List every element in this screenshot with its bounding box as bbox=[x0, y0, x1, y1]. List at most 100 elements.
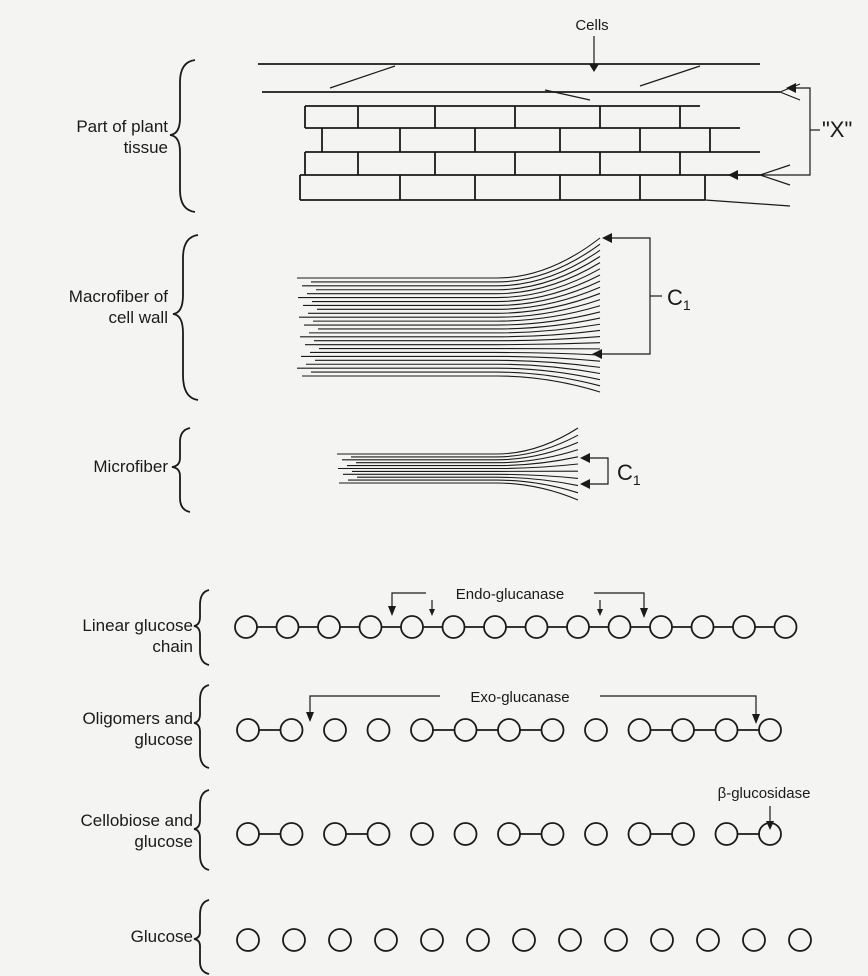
glucose-unit bbox=[526, 616, 548, 638]
brace-plant-tissue bbox=[170, 60, 195, 212]
glucose-unit bbox=[375, 929, 397, 951]
glucose-unit bbox=[733, 616, 755, 638]
glucose-unit bbox=[498, 719, 520, 741]
glucose-unit bbox=[650, 616, 672, 638]
glucose-units bbox=[237, 929, 811, 951]
microfiber-bundle bbox=[337, 428, 578, 500]
glucose-unit bbox=[455, 719, 477, 741]
glucose-unit bbox=[360, 616, 382, 638]
glucose-unit bbox=[672, 719, 694, 741]
glucose-unit bbox=[401, 616, 423, 638]
glucose-unit bbox=[411, 823, 433, 845]
label-glucose: Glucose bbox=[131, 927, 193, 946]
glucose-unit bbox=[281, 719, 303, 741]
glucose-unit bbox=[759, 719, 781, 741]
glucose-unit bbox=[277, 616, 299, 638]
fiber-strand bbox=[311, 372, 600, 386]
glucose-unit bbox=[237, 823, 259, 845]
glucose-unit bbox=[411, 719, 433, 741]
label-linear-2: chain bbox=[152, 637, 193, 656]
brace-microfiber bbox=[172, 428, 190, 512]
label-oligo-1: Oligomers and bbox=[82, 709, 193, 728]
glucose-unit bbox=[235, 616, 257, 638]
fiber-strand bbox=[297, 368, 600, 380]
x-bracket bbox=[728, 83, 820, 180]
label-cello-1: Cellobiose and bbox=[81, 811, 193, 830]
glucose-unit bbox=[629, 719, 651, 741]
glucose-unit bbox=[789, 929, 811, 951]
fiber-strand bbox=[302, 250, 600, 286]
brace-glucose bbox=[194, 900, 209, 974]
glucose-unit bbox=[672, 823, 694, 845]
glucose-unit bbox=[585, 719, 607, 741]
macrofiber-bundle bbox=[297, 238, 600, 392]
fiber-strand bbox=[300, 330, 600, 336]
label-macrofiber-2: cell wall bbox=[108, 308, 168, 327]
glucose-unit bbox=[609, 616, 631, 638]
glucose-unit bbox=[716, 823, 738, 845]
fiber-strand bbox=[318, 318, 600, 329]
cellobiose-chain bbox=[237, 823, 781, 845]
glucose-unit bbox=[368, 719, 390, 741]
label-beta-glucosidase: β-glucosidase bbox=[718, 785, 811, 802]
label-oligo-2: glucose bbox=[134, 730, 193, 749]
glucose-unit bbox=[498, 823, 520, 845]
label-microfiber: Microfiber bbox=[93, 457, 168, 476]
fiber-strand bbox=[305, 343, 600, 345]
glucose-unit bbox=[281, 823, 303, 845]
fiber-strand bbox=[302, 376, 600, 392]
fiber-strand bbox=[338, 464, 578, 469]
fiber-strand bbox=[339, 483, 578, 500]
label-endo-glucanase: Endo-glucanase bbox=[456, 586, 564, 603]
fiber-strand bbox=[308, 293, 600, 313]
glucose-unit bbox=[743, 929, 765, 951]
fiber-strand bbox=[343, 474, 578, 478]
glucose-unit bbox=[542, 719, 564, 741]
c1-micro-bracket bbox=[580, 453, 608, 489]
glucose-unit bbox=[716, 719, 738, 741]
glucose-unit bbox=[629, 823, 651, 845]
glucose-unit bbox=[283, 929, 305, 951]
label-cells: Cells bbox=[575, 17, 608, 34]
brace-macrofiber bbox=[173, 235, 198, 400]
glucose-unit bbox=[692, 616, 714, 638]
glucose-unit bbox=[237, 719, 259, 741]
glucose-unit bbox=[324, 719, 346, 741]
label-plant-tissue-2: tissue bbox=[124, 138, 168, 157]
oligomers-chain bbox=[237, 719, 781, 741]
glucose-unit bbox=[368, 823, 390, 845]
glucose-unit bbox=[559, 929, 581, 951]
glucose-unit bbox=[697, 929, 719, 951]
label-c1-macro: C1 bbox=[667, 285, 691, 313]
label-exo-glucanase: Exo-glucanase bbox=[470, 689, 569, 706]
fiber-strand bbox=[348, 480, 578, 493]
label-x: "X" bbox=[822, 117, 852, 142]
glucose-unit bbox=[318, 616, 340, 638]
label-linear-1: Linear glucose bbox=[82, 616, 193, 635]
fiber-strand bbox=[297, 238, 600, 278]
glucose-unit bbox=[324, 823, 346, 845]
glucose-unit bbox=[237, 929, 259, 951]
label-cello-2: glucose bbox=[134, 832, 193, 851]
glucose-unit bbox=[513, 929, 535, 951]
fiber-strand bbox=[304, 312, 600, 325]
glucose-unit bbox=[467, 929, 489, 951]
glucose-unit bbox=[542, 823, 564, 845]
glucose-unit bbox=[651, 929, 673, 951]
fiber-strand bbox=[356, 450, 578, 463]
glucose-unit bbox=[421, 929, 443, 951]
glucose-unit bbox=[329, 929, 351, 951]
brace-cello bbox=[194, 790, 209, 870]
c1-macro-bracket bbox=[592, 233, 662, 359]
glucose-unit bbox=[484, 616, 506, 638]
label-macrofiber-1: Macrofiber of bbox=[69, 287, 168, 306]
glucose-unit bbox=[455, 823, 477, 845]
brace-linear bbox=[194, 590, 209, 665]
glucose-unit bbox=[567, 616, 589, 638]
glucose-unit bbox=[775, 616, 797, 638]
glucose-unit bbox=[443, 616, 465, 638]
brace-oligo bbox=[194, 685, 209, 768]
fiber-strand bbox=[311, 244, 600, 282]
label-plant-tissue-1: Part of plant bbox=[76, 117, 168, 136]
